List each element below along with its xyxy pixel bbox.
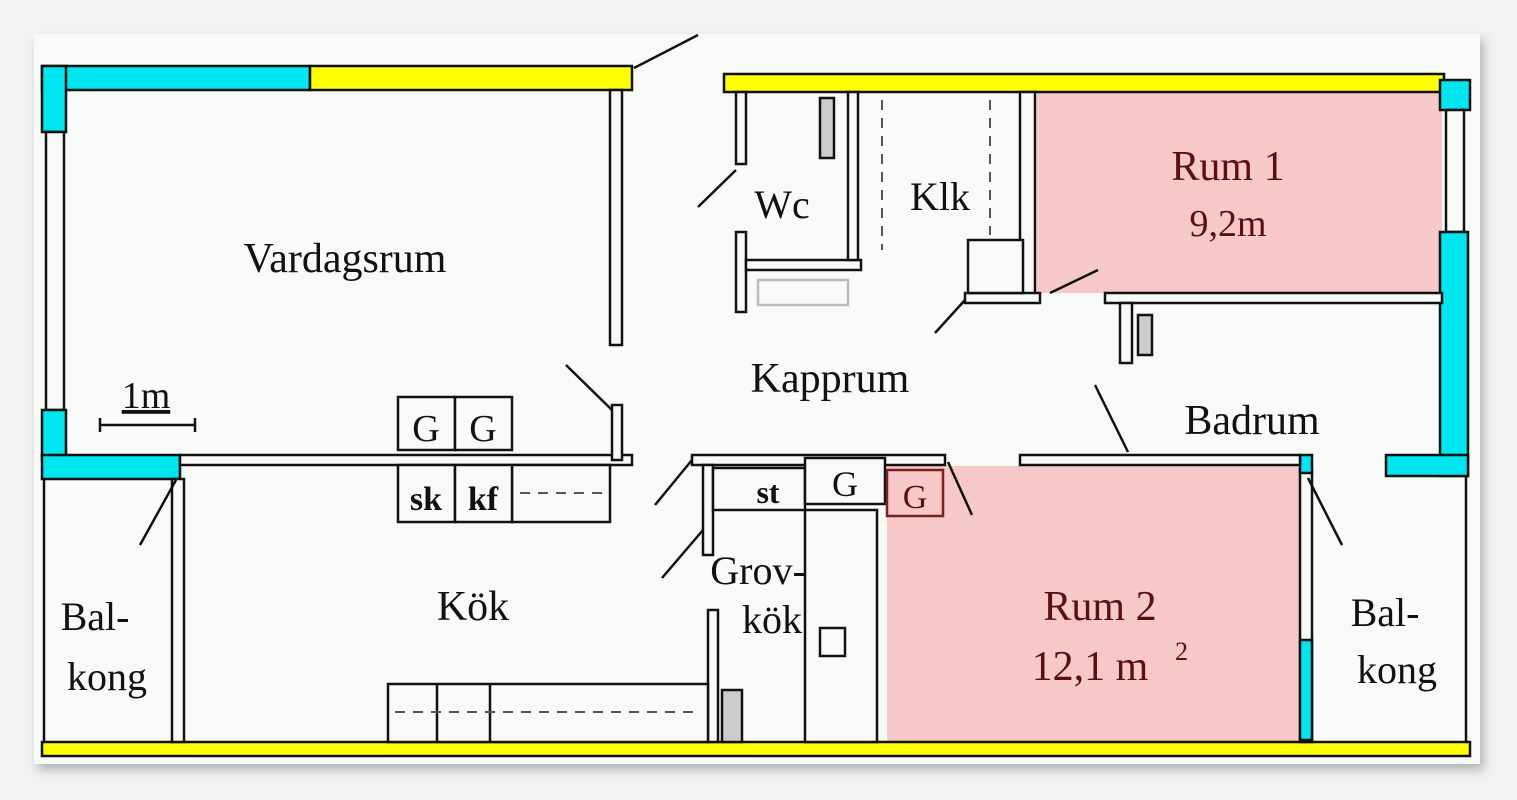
fixture-g: G — [469, 408, 496, 450]
fixture-st: st — [756, 474, 779, 510]
wall-exterior — [40, 740, 1472, 758]
label-grovkok-1: Grov- — [710, 548, 806, 593]
wall-corner — [1438, 78, 1472, 112]
label-balkong-left-1: Bal- — [61, 594, 130, 639]
wall-exterior — [1438, 230, 1470, 478]
fixture-kf: kf — [468, 481, 499, 518]
wall-exterior — [40, 408, 68, 462]
st-box — [711, 466, 807, 512]
window — [44, 130, 66, 412]
window — [170, 477, 186, 744]
label-kapprum: Kapprum — [751, 356, 910, 402]
label-rum-2-area: 12,1 m — [1032, 644, 1149, 690]
gas-box — [453, 395, 514, 452]
wall-interior — [178, 453, 634, 467]
label-balkong-left-2: kong — [67, 654, 147, 699]
fixture-g: G — [832, 464, 858, 504]
gas-box — [803, 456, 887, 506]
wall-exterior — [722, 72, 1446, 94]
fixture-sk: sk — [410, 481, 442, 518]
label-rum-2: Rum 2 — [1043, 584, 1156, 630]
room-1-area — [1037, 92, 1442, 293]
label-balkong-right-1: Bal- — [1351, 590, 1420, 635]
scale-label: 1m — [122, 375, 171, 417]
label-vardagsrum: Vardagsrum — [244, 236, 447, 282]
label-klk: Klk — [910, 174, 970, 219]
wall-exterior — [40, 64, 312, 92]
label-kok: Kök — [437, 584, 509, 630]
label-balkong-right-2: kong — [1357, 647, 1437, 692]
gas-box — [396, 395, 457, 452]
label-badrum: Badrum — [1184, 398, 1320, 444]
label-rum-2-area-sup: 2 — [1175, 637, 1188, 666]
label-rum-1-area: 9,2m — [1189, 203, 1266, 245]
fixture-g: G — [412, 408, 439, 450]
wall-exterior — [40, 453, 182, 481]
label-rum-1: Rum 1 — [1171, 144, 1284, 190]
wall-exterior — [40, 64, 68, 134]
label-grovkok-2: kök — [742, 597, 802, 642]
gas-box — [885, 468, 945, 518]
fridge-box — [453, 463, 514, 524]
wall-exterior — [308, 64, 634, 92]
wall-exterior — [1384, 453, 1470, 478]
label-wc: Wc — [754, 182, 810, 227]
fixture-g: G — [903, 479, 928, 516]
window — [1444, 108, 1466, 234]
room-2-area — [887, 466, 1300, 742]
